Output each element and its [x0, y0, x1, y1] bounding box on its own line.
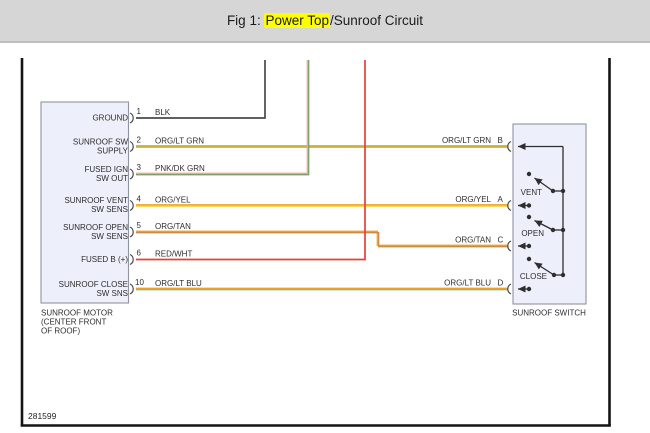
switch-pin-A: ORG/YEL A	[455, 195, 512, 212]
pin-label: GROUND	[92, 114, 128, 123]
motor-pin-6: 6 RED/WHT FUSED B (+)	[81, 249, 192, 266]
figure-id: 281599	[28, 411, 57, 421]
wire-org-lt-blu	[136, 287, 508, 291]
switch-pin-D: ORG/LT BLU D	[444, 279, 512, 295]
wire-red-wht	[136, 60, 366, 261]
wire-org-tan	[136, 230, 508, 248]
wire-label: ORG/LT BLU	[155, 279, 202, 288]
wire-label: ORG/LT BLU	[444, 279, 491, 288]
wire-label: RED/WHT	[155, 250, 192, 259]
motor-pin-4: 4 ORG/YEL SUNROOF VENT SW SENS	[64, 195, 191, 215]
switch-vent: VENT	[518, 171, 566, 209]
pin-number: 5	[137, 221, 142, 230]
pin-label: SW OUT	[96, 174, 128, 183]
sunroof-switch-box: ORG/LT GRN B ORG/YEL A ORG/TAN C ORG/LT …	[442, 123, 587, 318]
motor-box-title: SUNROOF MOTOR (CENTER FRONT OF ROOF)	[41, 309, 113, 336]
switch-pin-C: ORG/TAN C	[455, 236, 512, 252]
motor-pin-2: 2 ORG/LT GRN SUNROOF SW SUPPLY	[73, 136, 204, 156]
pin-label: SUNROOF CLOSE	[59, 280, 128, 289]
pin-number: 2	[137, 136, 142, 145]
pin-number: 3	[137, 163, 142, 172]
pin-label: SUNROOF SW	[73, 138, 129, 147]
wire-org-lt-grn	[136, 145, 508, 148]
wire-blk	[136, 60, 266, 119]
wire-label: ORG/TAN	[155, 222, 191, 231]
sunroof-motor-box: 1 BLK GROUND 2 ORG/LT GRN SUNROOF SW SUP…	[40, 101, 205, 336]
pin-number: 1	[137, 107, 142, 116]
pin-label: SUNROOF OPEN	[63, 223, 128, 232]
pin-letter: D	[498, 279, 504, 288]
motor-pin-3: 3 PNK/DK GRN FUSED IGN SW OUT	[84, 163, 205, 183]
pin-number: 4	[137, 195, 142, 204]
svg-text:OF ROOF): OF ROOF)	[41, 327, 80, 336]
motor-pin-10: 10 ORG/LT BLU SUNROOF CLOSE SW SNS	[59, 278, 202, 298]
figure-title-bar: Fig 1: Power Top/Sunroof Circuit	[0, 0, 650, 43]
pin-letter: A	[498, 195, 504, 204]
pin-letter: B	[498, 136, 503, 145]
switch-bus	[518, 143, 564, 275]
figure-title-highlight: Power Top	[264, 13, 330, 28]
pin-label: SW SENS	[91, 232, 128, 241]
wires	[136, 60, 508, 291]
pin-number: 6	[137, 249, 142, 258]
wire-label: ORG/YEL	[455, 195, 491, 204]
pin-number: 10	[135, 278, 144, 287]
motor-pin-1: 1 BLK GROUND	[92, 107, 171, 124]
wire-label: ORG/LT GRN	[442, 136, 491, 145]
svg-text:SUNROOF MOTOR: SUNROOF MOTOR	[41, 309, 113, 318]
wire-label: ORG/LT GRN	[155, 137, 204, 146]
motor-pin-5: 5 ORG/TAN SUNROOF OPEN SW SENS	[63, 221, 191, 241]
position-label: VENT	[521, 188, 542, 197]
pin-label: SUNROOF VENT	[64, 196, 128, 205]
figure-title-suffix: /Sunroof Circuit	[330, 13, 424, 28]
position-label: OPEN	[521, 229, 544, 238]
switch-pin-B: ORG/LT GRN B	[442, 136, 512, 153]
switch-close: CLOSE	[518, 256, 566, 293]
wire-org-yel	[136, 204, 508, 207]
diagram-frame	[20, 58, 611, 427]
wire-pnk-dk-grn	[136, 60, 310, 176]
switch-open: OPEN	[518, 214, 566, 250]
wire-label: ORG/YEL	[155, 196, 191, 205]
pin-label: FUSED B (+)	[81, 255, 128, 264]
svg-text:(CENTER FRONT: (CENTER FRONT	[41, 318, 106, 327]
switch-box-title: SUNROOF SWITCH	[512, 309, 586, 318]
wire-label: ORG/TAN	[455, 236, 491, 245]
wire-label: PNK/DK GRN	[155, 164, 205, 173]
pin-label: SUPPLY	[97, 147, 129, 156]
pin-label: SW SENS	[91, 205, 128, 214]
pin-letter: C	[498, 236, 504, 245]
figure-title-prefix: Fig 1:	[226, 13, 265, 28]
wire-label: BLK	[155, 108, 171, 117]
position-label: CLOSE	[520, 272, 547, 281]
pin-label: SW SNS	[96, 289, 128, 298]
pin-label: FUSED IGN	[84, 165, 128, 174]
